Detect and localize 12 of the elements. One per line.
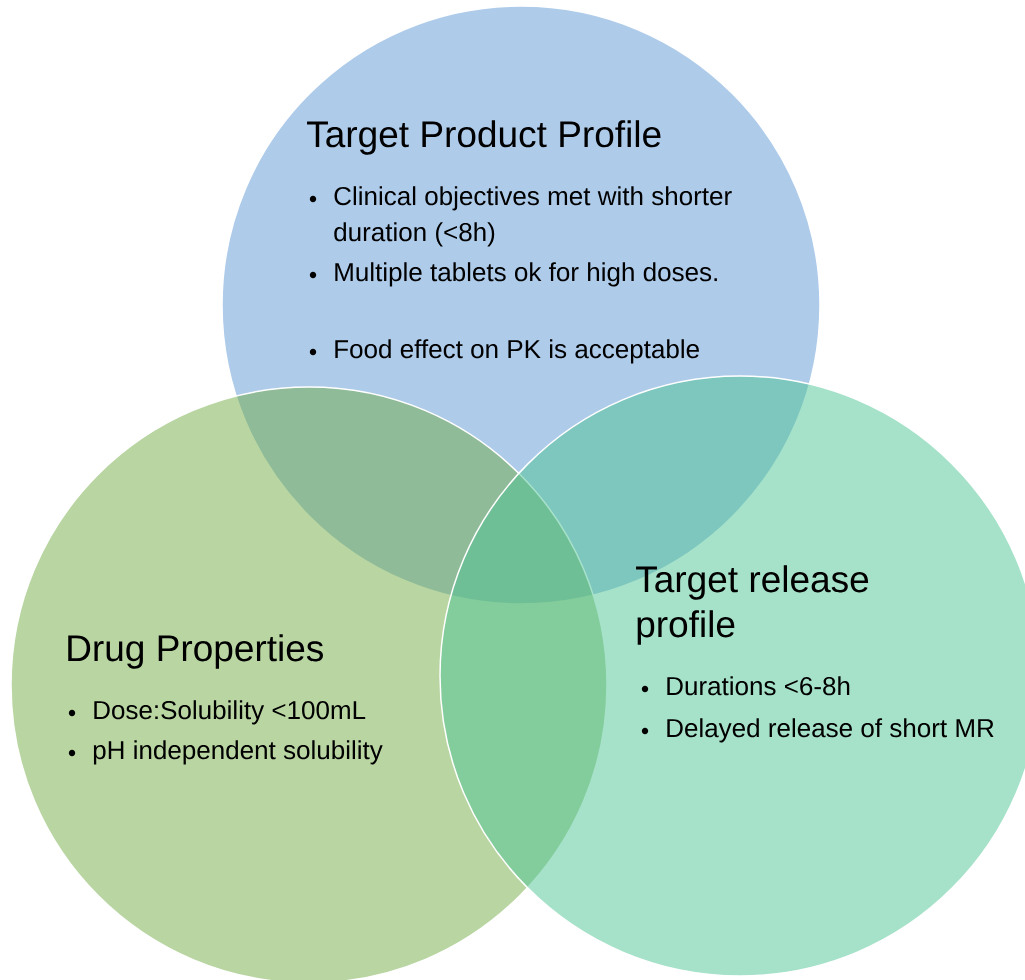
bullet-item: Food effect on PK is acceptable [335,339,699,364]
bullet-item: pH independent solubility [93,740,383,765]
bullet-item: Delayed release of short MR [667,718,994,743]
bullet-item: Multiple tablets ok for high doses. [335,262,717,287]
bullet-item: Durations <6-8h [667,676,850,696]
venn-circle [10,386,608,980]
circle-heading: Drug Properties [68,634,323,669]
bullet-item: Clinical objectives met with shorter duration (<8h) [334,186,732,247]
venn-circle [439,375,1025,977]
bullet-item: Dose:Solubility <100mL [94,700,366,725]
circle-heading: Target Product Profile [307,120,661,155]
circle-heading: Target release profile [636,565,869,645]
